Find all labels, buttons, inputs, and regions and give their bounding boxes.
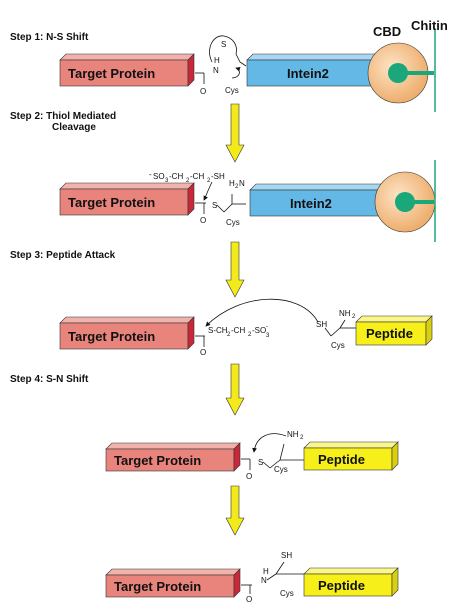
svg-text:NH: NH bbox=[339, 309, 351, 318]
svg-text:Cys: Cys bbox=[274, 465, 288, 474]
cbd-domain-2 bbox=[374, 171, 436, 233]
target-protein-label: Target Protein bbox=[68, 66, 155, 81]
svg-text:S: S bbox=[212, 201, 217, 210]
step-4-label: Step 4: S-N Shift bbox=[10, 374, 89, 385]
step-3-label: Step 3: Peptide Attack bbox=[10, 250, 116, 261]
svg-text:N: N bbox=[261, 576, 267, 585]
down-arrow-1 bbox=[225, 103, 245, 163]
svg-text:2: 2 bbox=[186, 178, 190, 184]
svg-text:3: 3 bbox=[266, 333, 270, 339]
peptide-box-2: Peptide bbox=[303, 441, 399, 471]
svg-text:O: O bbox=[246, 472, 252, 481]
target-protein-label: Target Protein bbox=[68, 329, 155, 344]
svg-text:-SO: -SO bbox=[252, 326, 266, 335]
svg-text:3: 3 bbox=[165, 178, 169, 184]
chitin-header: Chitin bbox=[411, 18, 448, 33]
target-protein-box-4: Target Protein bbox=[105, 442, 241, 472]
svg-text:SH: SH bbox=[316, 320, 327, 329]
svg-text:2: 2 bbox=[207, 178, 211, 184]
svg-text:-CH: -CH bbox=[169, 172, 183, 181]
svg-text:SH: SH bbox=[281, 551, 292, 560]
target-protein-label: Target Protein bbox=[68, 195, 155, 210]
svg-text:S: S bbox=[221, 40, 226, 49]
cbd-header: CBD bbox=[373, 24, 401, 39]
target-protein-box-5: Target Protein bbox=[105, 568, 241, 598]
svg-text:2: 2 bbox=[300, 435, 304, 441]
svg-text:-: - bbox=[266, 324, 268, 330]
intein2-box-2: Intein2 bbox=[249, 183, 387, 217]
target-protein-box-2: Target Protein bbox=[59, 182, 195, 216]
svg-text:H: H bbox=[263, 567, 269, 576]
s-n-shift-chemistry: O S NH 2 Cys bbox=[241, 430, 304, 481]
svg-text:Cys: Cys bbox=[225, 86, 239, 95]
svg-text:S-CH: S-CH bbox=[208, 326, 228, 335]
peptide-box-1: Peptide bbox=[355, 315, 433, 346]
n-s-shift-chemistry: O H N S Cys bbox=[195, 35, 247, 96]
svg-text:2: 2 bbox=[248, 332, 252, 338]
peptide-box-3: Peptide bbox=[303, 567, 399, 597]
svg-text:-: - bbox=[149, 170, 152, 179]
svg-text:SO: SO bbox=[153, 172, 165, 181]
svg-text:N: N bbox=[213, 66, 219, 75]
target-protein-box-3: Target Protein bbox=[59, 316, 195, 350]
peptide-label: Peptide bbox=[318, 578, 365, 593]
svg-text:N: N bbox=[239, 179, 245, 188]
svg-text:-SH: -SH bbox=[211, 172, 225, 181]
step-1-label: Step 1: N-S Shift bbox=[10, 32, 89, 43]
svg-text:H: H bbox=[229, 179, 235, 188]
amide-bond-chemistry: O H N SH Cys bbox=[241, 551, 304, 603]
target-protein-box-1: Target Protein bbox=[59, 53, 195, 87]
svg-text:-CH: -CH bbox=[231, 326, 245, 335]
down-arrow-3 bbox=[225, 363, 245, 416]
peptide-label: Peptide bbox=[318, 452, 365, 467]
intein2-label: Intein2 bbox=[290, 196, 332, 211]
down-arrow-4 bbox=[225, 485, 245, 536]
svg-text:Cys: Cys bbox=[331, 341, 345, 350]
step-2-label: Step 2: Thiol Mediated bbox=[10, 111, 116, 122]
target-protein-label: Target Protein bbox=[114, 579, 201, 594]
target-protein-label: Target Protein bbox=[114, 453, 201, 468]
svg-text:O: O bbox=[200, 87, 206, 96]
svg-text:O: O bbox=[246, 595, 252, 603]
svg-text:Cys: Cys bbox=[226, 218, 240, 227]
svg-text:Cys: Cys bbox=[280, 589, 294, 598]
svg-text:S: S bbox=[258, 458, 263, 467]
step-2-label-cont: Cleavage bbox=[52, 122, 96, 133]
intein2-label: Intein2 bbox=[287, 66, 329, 81]
svg-text:NH: NH bbox=[287, 430, 299, 439]
thiol-cleavage-chemistry: - SO 3 -CH 2 -CH 2 -SH O S H 2 N Cys bbox=[149, 170, 246, 227]
svg-text:2: 2 bbox=[352, 314, 356, 320]
svg-text:2: 2 bbox=[227, 332, 231, 338]
svg-text:O: O bbox=[200, 216, 206, 225]
svg-text:-CH: -CH bbox=[190, 172, 204, 181]
intein2-box-1: Intein2 bbox=[246, 53, 385, 87]
down-arrow-2 bbox=[225, 241, 245, 298]
svg-text:O: O bbox=[200, 348, 206, 357]
peptide-attack-chemistry: O S-CH 2 -CH 2 -SO 3 - SH NH 2 Cys bbox=[195, 298, 356, 357]
peptide-label: Peptide bbox=[366, 326, 413, 341]
cbd-domain-1 bbox=[367, 42, 434, 104]
svg-text:H: H bbox=[214, 56, 220, 65]
svg-text:2: 2 bbox=[235, 184, 239, 190]
